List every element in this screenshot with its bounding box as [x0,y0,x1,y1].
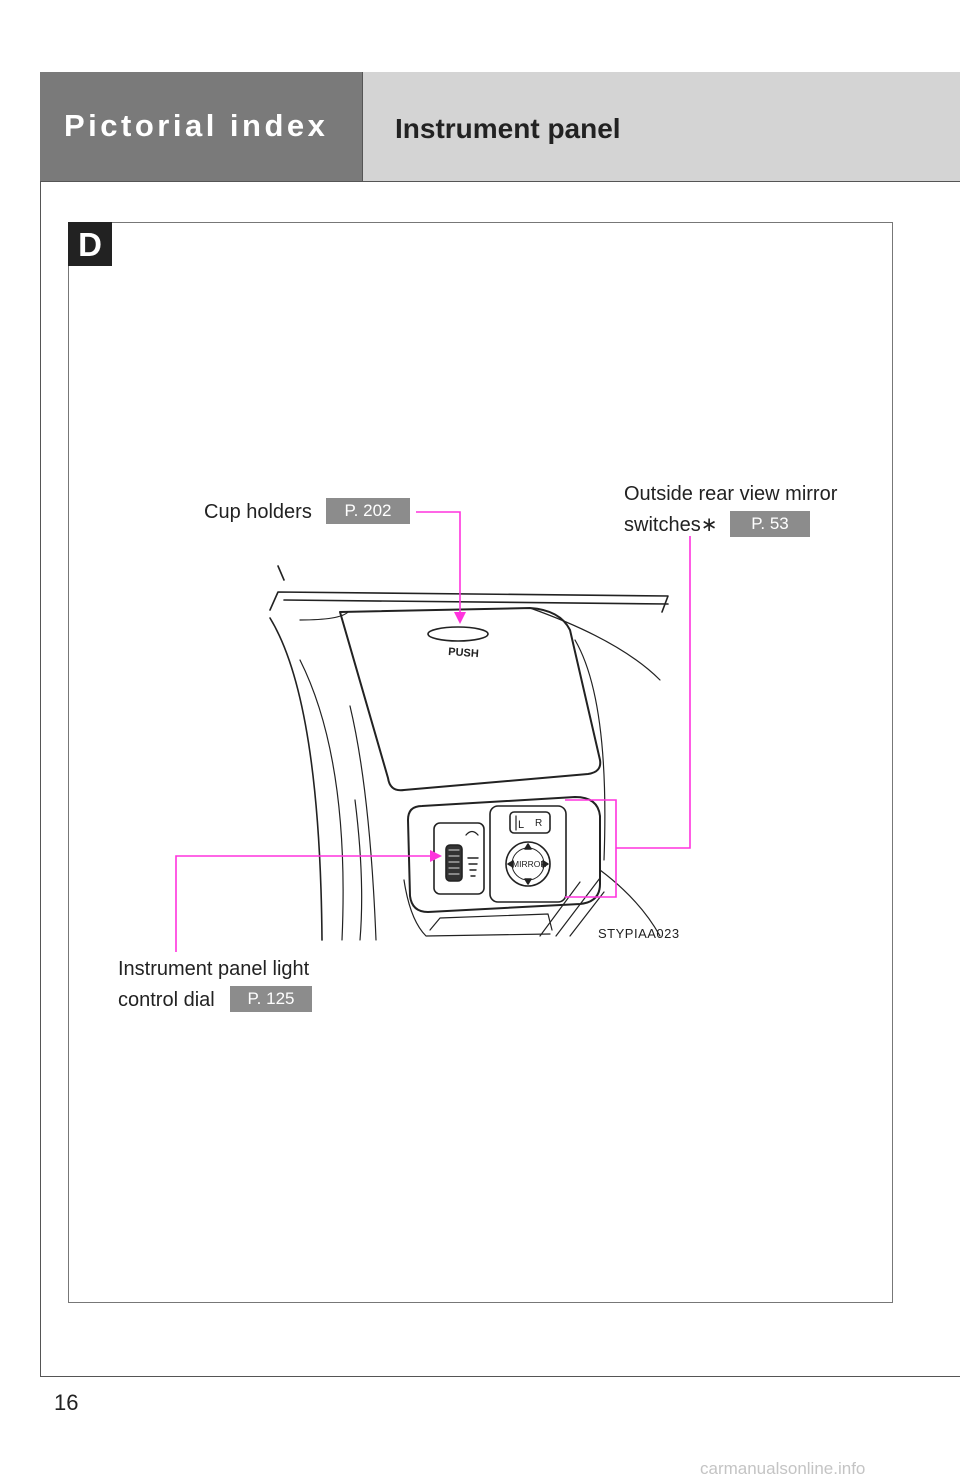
illustration-box [68,222,893,1303]
mirror-label: MIRROR [512,859,546,869]
mirror-switches-label-line2: switches∗ [624,514,718,536]
leader-lines [175,511,691,952]
image-code: STYPIAA023 [598,926,680,941]
section-title: Pictorial index [64,108,329,143]
section-badge: D [68,222,112,266]
page-number: 16 [54,1390,79,1415]
page-title: Instrument panel [395,113,621,144]
mirror-switches-label-line1: Outside rear view mirror [624,483,838,505]
switch-left-label: L [518,819,524,831]
section-header: Pictorial index [40,72,362,182]
mirror-switches-page-ref[interactable]: P. 53 [730,511,810,537]
panel-light-dial-label-line2: control dial [118,989,215,1011]
switch-right-label: R [535,818,542,829]
cup-holders-page-ref[interactable]: P. 202 [326,498,410,524]
watermark: carmanualsonline.info [700,1459,866,1478]
push-label: PUSH [448,646,479,660]
cup-holders-label: Cup holders [204,501,312,523]
page-header: Instrument panel [362,72,960,182]
panel-light-dial-page-ref[interactable]: P. 125 [230,986,312,1012]
panel-light-dial-label-line1: Instrument panel light [118,958,310,980]
